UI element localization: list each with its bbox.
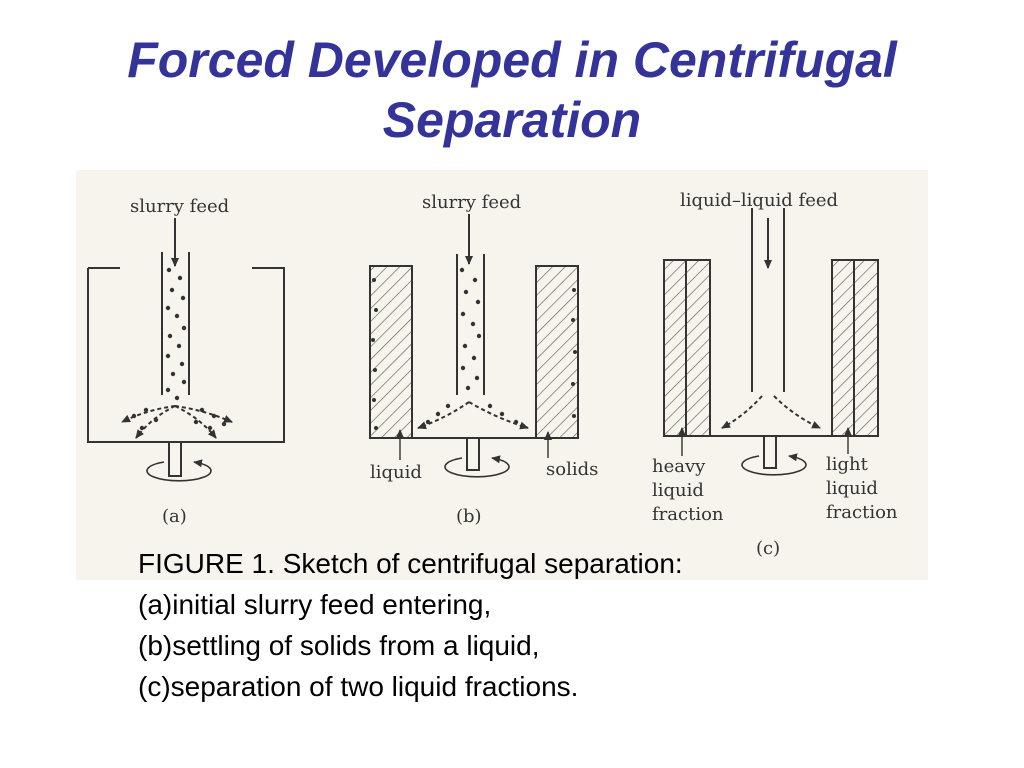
panel-a-feed-label: slurry feed bbox=[130, 196, 229, 217]
panel-b: slurry feed liquid solids bbox=[369, 192, 598, 527]
caption-line-1: FIGURE 1. Sketch of centrifugal separati… bbox=[138, 548, 683, 579]
panel-c-shaft bbox=[763, 436, 777, 469]
caption-line-2: (a)initial slurry feed entering, bbox=[138, 589, 492, 620]
panel-b-rotation-arrow bbox=[444, 455, 510, 478]
panel-c-left-wall-outer bbox=[663, 259, 687, 437]
panel-c-light-label-1: light bbox=[826, 454, 869, 475]
panel-a-shaft bbox=[168, 442, 182, 477]
centrifuge-figure: slurry feed (a) slurry feed bbox=[76, 170, 928, 580]
panel-b-right-wall bbox=[535, 265, 579, 439]
panel-c-heavy-label-1: heavy bbox=[652, 456, 706, 477]
panel-b-left-wall bbox=[369, 265, 413, 439]
panel-b-solids-label: solids bbox=[546, 459, 598, 480]
panel-a: slurry feed (a) bbox=[87, 196, 285, 527]
figure-background bbox=[76, 170, 928, 580]
figure-caption: FIGURE 1. Sketch of centrifugal separati… bbox=[138, 543, 938, 707]
panel-b-liquid-label: liquid bbox=[370, 462, 422, 483]
panel-a-rotation-arrow bbox=[146, 459, 212, 482]
slide-title-line-2: Separation bbox=[382, 92, 642, 148]
panel-a-particles bbox=[131, 267, 227, 431]
panel-c: liquid–liquid feed heavy liquid fraction… bbox=[652, 190, 898, 559]
panel-b-feed-label: slurry feed bbox=[422, 192, 521, 213]
panel-c-left-wall-inner bbox=[685, 259, 711, 437]
panel-b-flow-arrow-right bbox=[468, 401, 529, 430]
panel-c-right-wall-outer bbox=[853, 259, 879, 437]
slide-title: Forced Developed in Centrifugal Separati… bbox=[0, 30, 1024, 150]
panel-c-heavy-label-2: liquid bbox=[652, 480, 704, 501]
panel-a-tag: (a) bbox=[162, 506, 187, 527]
panel-c-light-label-2: liquid bbox=[826, 478, 878, 499]
panel-c-heavy-label-3: fraction bbox=[652, 504, 724, 525]
centrifuge-diagram: slurry feed (a) slurry feed bbox=[76, 170, 928, 580]
panel-c-rotation-arrow bbox=[741, 453, 807, 476]
panel-b-particles bbox=[371, 267, 577, 430]
panel-c-flow-arrow-right bbox=[773, 395, 821, 429]
panel-a-spread-arrow-left bbox=[121, 405, 176, 423]
caption-line-4: (c)separation of two liquid fractions. bbox=[138, 671, 579, 702]
panel-a-bowl bbox=[87, 267, 285, 443]
slide-title-line-1: Forced Developed in Centrifugal bbox=[127, 32, 897, 88]
panel-c-tag: (c) bbox=[756, 538, 780, 559]
panel-c-light-label-3: fraction bbox=[826, 502, 898, 523]
panel-c-feed-label: liquid–liquid feed bbox=[680, 190, 838, 211]
panel-b-flow-arrow-left bbox=[417, 401, 470, 430]
panel-a-spread-arrow-right bbox=[174, 405, 233, 423]
panel-b-shaft bbox=[466, 438, 480, 471]
caption-line-3: (b)settling of solids from a liquid, bbox=[138, 630, 540, 661]
panel-b-tag: (b) bbox=[456, 506, 482, 527]
panel-c-right-wall-inner bbox=[831, 259, 855, 437]
